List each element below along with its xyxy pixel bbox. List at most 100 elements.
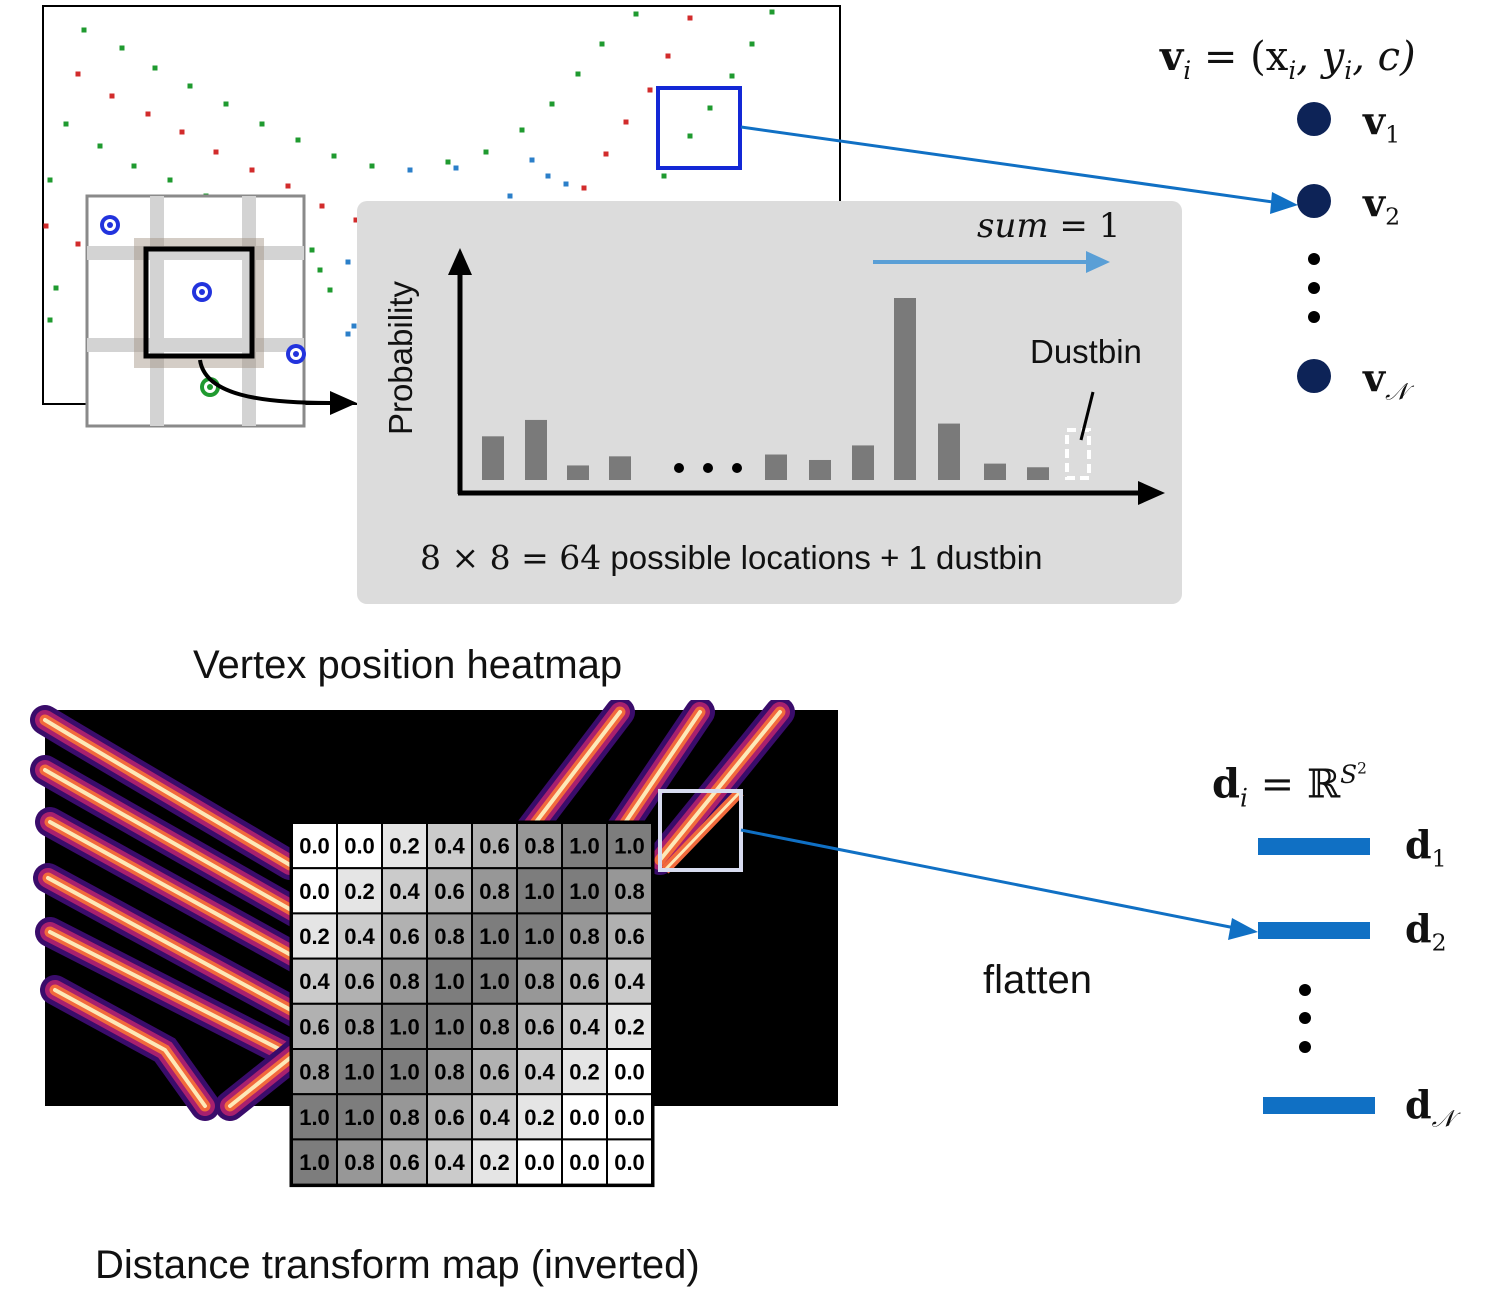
distance-grid: 0.0 0.0 0.2 0.4 0.6 0.8 1.0 1.0 0.0 0.2 0.4 0.6 0.8 1…	[289, 820, 655, 1188]
scatter-point	[152, 65, 158, 71]
scatter-point	[369, 163, 375, 169]
ellipsis-dot	[1299, 984, 1311, 996]
scatter-point	[97, 143, 103, 149]
scatter-point	[483, 149, 489, 155]
histogram-bar	[938, 423, 960, 480]
vertex-dot-2	[1297, 184, 1331, 218]
histogram-bar	[894, 298, 916, 480]
scatter-point	[63, 121, 69, 127]
distance-map: 0.0 0.0 0.2 0.4 0.6 0.8 1.0 1.0 0.0 0.2 0.4 0.6 0.8 1…	[30, 700, 1375, 1188]
distance-cell-value: 1.0	[614, 834, 645, 859]
scatter-point	[519, 127, 525, 133]
scatter-point	[707, 105, 713, 111]
vertex-formula: vi = (xi, yi, c)	[1160, 33, 1416, 85]
scatter-point	[249, 167, 255, 173]
scatter-point	[623, 119, 629, 125]
connector-arrow-to-d2	[740, 828, 1236, 930]
distance-cell-value: 0.2	[569, 1060, 600, 1085]
scatter-point	[259, 121, 265, 127]
distance-cell-value: 0.0	[614, 1060, 645, 1085]
distance-cell-value: 0.2	[344, 879, 375, 904]
distance-cell-value: 0.6	[434, 1105, 465, 1130]
distance-cell-value: 1.0	[479, 924, 510, 949]
arrowhead	[1270, 192, 1298, 214]
scatter-point	[317, 267, 323, 273]
distance-cell-value: 0.6	[344, 969, 375, 994]
distance-cell-value: 0.4	[524, 1060, 555, 1085]
scatter-point	[75, 241, 81, 247]
distance-cell-value: 0.0	[569, 1105, 600, 1130]
distance-cell-value: 0.6	[389, 1150, 420, 1175]
scatter-point	[179, 129, 185, 135]
scatter-point	[687, 15, 693, 21]
scatter-point	[665, 53, 671, 59]
distance-cell-value: 0.8	[434, 1060, 465, 1085]
ridge-lines	[30, 700, 795, 1121]
scatter-point	[47, 317, 53, 323]
distance-bar-1	[1258, 838, 1370, 855]
dustbin-pointer	[1079, 391, 1095, 441]
distance-cell-value: 0.2	[389, 834, 420, 859]
distance-cell-value: 0.8	[344, 1150, 375, 1175]
distance-cell-value: 1.0	[569, 834, 600, 859]
distance-cell-value: 0.0	[524, 1150, 555, 1175]
distance-cell-value: 0.2	[524, 1105, 555, 1130]
distance-label-1: d1	[1405, 822, 1447, 873]
scatter-point	[345, 259, 351, 265]
scatter-point	[549, 101, 555, 107]
scatter-point	[749, 41, 755, 47]
distance-cell-value: 0.8	[389, 969, 420, 994]
distance-label-2: d2	[1405, 906, 1447, 957]
histogram-panel	[357, 201, 1182, 604]
distance-cell-value: 0.6	[569, 969, 600, 994]
distance-cell-value: 0.0	[344, 834, 375, 859]
distance-cell-value: 0.2	[614, 1014, 645, 1039]
distance-cell-value: 0.4	[344, 924, 375, 949]
scatter-point	[351, 323, 357, 329]
scatter-point	[729, 73, 735, 79]
distance-cell-value: 0.6	[479, 1060, 510, 1085]
distance-cell-value: 0.4	[389, 879, 420, 904]
scatter-point	[769, 9, 775, 15]
scatter-point	[81, 27, 87, 33]
scatter-point	[599, 41, 605, 47]
distance-cell-value: 1.0	[479, 969, 510, 994]
distance-cell-value: 0.0	[569, 1150, 600, 1175]
inset-to-histogram-arrow	[198, 359, 331, 405]
scatter-point	[453, 165, 459, 171]
distance-cell-value: 0.0	[299, 834, 330, 859]
ellipsis-dot	[1299, 1012, 1311, 1024]
scatter-point	[109, 93, 115, 99]
vertex-label-2: v2	[1363, 180, 1401, 231]
distance-cell-value: 1.0	[299, 1105, 330, 1130]
histogram-bar	[809, 459, 831, 480]
distance-cell-value: 1.0	[344, 1060, 375, 1085]
distance-cell-value: 0.8	[524, 969, 555, 994]
distance-cell-value: 0.0	[299, 879, 330, 904]
distance-cell-value: 0.2	[299, 924, 330, 949]
distance-cell-value: 0.4	[614, 969, 645, 994]
scatter-point	[187, 83, 193, 89]
histogram-bar	[852, 445, 874, 480]
scatter-point	[53, 285, 59, 291]
histogram-bars	[482, 298, 1049, 480]
scatter-point	[75, 71, 81, 77]
distance-cell-value: 0.4	[434, 1150, 465, 1175]
distance-cell-value: 0.8	[389, 1105, 420, 1130]
distance-cell-value: 1.0	[344, 1105, 375, 1130]
histogram-bar	[984, 463, 1006, 480]
sum-label: sum = 1	[977, 206, 1121, 246]
flatten-label: flatten	[983, 958, 1092, 1002]
scatter-point	[319, 203, 325, 209]
distance-cell-value: 0.4	[434, 834, 465, 859]
scatter-point	[331, 153, 337, 159]
distance-cell-value: 1.0	[569, 879, 600, 904]
vertex-dot-n	[1297, 359, 1331, 393]
distance-label-n: d𝒩	[1405, 1082, 1455, 1133]
scatter-point	[213, 149, 219, 155]
scatter-point	[119, 45, 125, 51]
histogram-bar	[482, 436, 504, 480]
scatter-point	[545, 173, 551, 179]
distance-cell-value: 1.0	[389, 1014, 420, 1039]
connector-arrow-to-v2	[740, 125, 1281, 205]
